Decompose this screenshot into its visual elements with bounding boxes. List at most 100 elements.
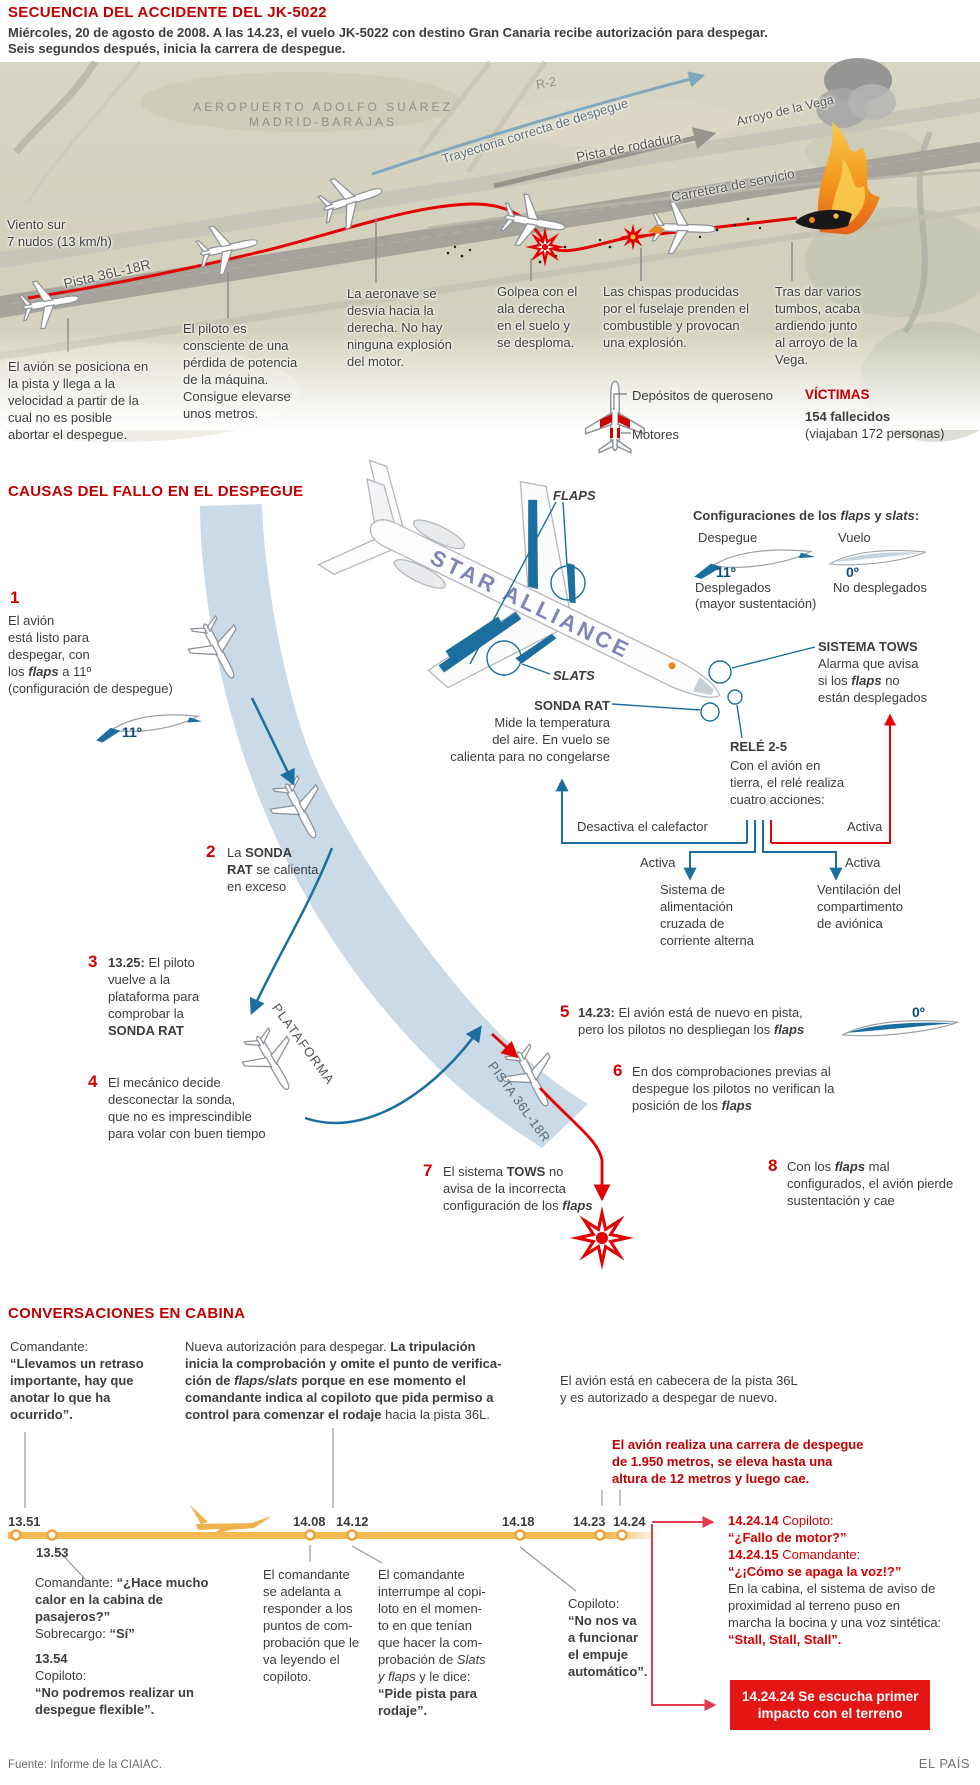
fire-smoke-icon	[816, 58, 896, 235]
taxiway-arrow	[493, 127, 717, 189]
final-transcript: 14.24.14 Copiloto: “¿Fallo de motor?” 14…	[728, 1513, 942, 1647]
service-road	[427, 168, 980, 230]
annotation-3: La aeronave se desvía hacia la derecha. …	[347, 286, 452, 369]
tows-title: SISTEMA TOWS	[818, 639, 918, 654]
section1-title: SECUENCIA DEL ACCIDENTE DEL JK-5022	[8, 4, 327, 21]
taxi-route-arrows	[249, 697, 482, 1125]
step-number-1: 1	[10, 588, 20, 607]
map-label-airport: AEROPUERTO ADOLFO SUÁREZ MADRID-BARAJAS	[193, 100, 453, 129]
step-3-text: 13.25: El piloto vuelve a la plataforma …	[108, 955, 200, 1038]
airfoil-icon-0deg	[840, 1020, 959, 1037]
step-8-text: Con los flaps mal configurados, el avión…	[787, 1159, 954, 1208]
brand-credit: EL PAÍS	[918, 1756, 970, 1771]
source-credit: Fuente: Informe de la CIAIAC.	[8, 1759, 163, 1771]
victims-note: (viajaban 172 personas)	[805, 426, 945, 441]
road-r2	[418, 60, 548, 174]
config-despegue-label: Despegue	[698, 530, 758, 545]
engines-icon	[610, 428, 620, 438]
action-desactiva: Desactiva el calefactor	[577, 819, 708, 834]
runway-36l	[0, 142, 980, 318]
step-number-4: 4	[88, 1072, 98, 1091]
time-1423: 14.23	[573, 1514, 606, 1529]
annotation-4: Golpea con el ala derecha en el suelo y …	[497, 284, 578, 350]
annotation-1: El avión se posiciona en la pista y lleg…	[8, 359, 149, 442]
legend-deposits-label: Depósitos de queroseno	[632, 388, 773, 403]
map-label-viento: Viento sur 7 nudos (13 km/h)	[7, 217, 112, 249]
causes-diagram: STAR ALLIANCE	[96, 459, 959, 1270]
annotation-5: Las chispas producidas por el fuselaje p…	[603, 284, 749, 350]
step-7-text: El sistema TOWS no avisa de la incorrect…	[443, 1164, 593, 1213]
airfoil-icon-despegue	[694, 549, 816, 579]
flaps-label: FLAPS	[553, 488, 596, 503]
legend-engines-label: Motores	[632, 427, 679, 442]
config-no-desplegados: No desplegados	[833, 580, 927, 595]
annotation-6: Tras dar varios tumbos, acaba ardiendo j…	[775, 284, 862, 367]
action-ventilacion-text: Ventilación del compartimento de aviónic…	[817, 882, 903, 931]
step-number-2: 2	[206, 842, 216, 861]
timeline-graphic	[8, 1428, 717, 1711]
takeoff-path	[491, 1032, 611, 1202]
kerosene-tanks-icon	[600, 414, 630, 428]
step-number-8: 8	[768, 1156, 778, 1175]
conv-carrera-red: El avión realiza una carrera de despegue…	[612, 1437, 864, 1486]
victims-count: 154 fallecidos	[805, 409, 891, 424]
step-number-3: 3	[88, 952, 98, 971]
tows-desc: Alarma que avisa si los flaps no están d…	[818, 656, 928, 705]
river	[13, 60, 98, 155]
note-adelanta: El comandante se adelanta a responder a …	[263, 1567, 360, 1684]
note-interrumpe: El comandante interrumpe al copi- loto e…	[378, 1567, 486, 1718]
action-activa-sistema: Activa	[640, 855, 676, 870]
runway-band	[200, 504, 588, 1148]
time-1408: 14.08	[293, 1514, 326, 1529]
time-1424: 14.24	[613, 1514, 646, 1529]
step-5-text: 14.23: El avión está de nuevo en pista, …	[578, 1005, 805, 1037]
config-title: Configuraciones de los flaps y slats:	[693, 508, 920, 523]
action-activa-tows: Activa	[847, 819, 883, 834]
flight-path	[27, 202, 798, 300]
step-number-7: 7	[423, 1161, 433, 1180]
sonda-title: SONDA RAT	[534, 698, 610, 713]
time-1351: 13.51	[8, 1514, 41, 1529]
time-1353: 13.53	[36, 1545, 69, 1560]
time-1412: 14.12	[336, 1514, 369, 1529]
wreck-icon	[795, 209, 852, 230]
quote-empuje: Copiloto: “No nos va a funcionar el empu…	[568, 1596, 648, 1679]
airfoil-icon-11deg	[96, 714, 203, 743]
quote-calor: Comandante: “¿Hace mucho calor en la cab…	[35, 1575, 209, 1641]
deg0-label: 0º	[912, 1004, 925, 1020]
plane-silhouette-icon	[190, 1505, 272, 1535]
victims-title: VÍCTIMAS	[805, 387, 870, 402]
action-sistema-text: Sistema de alimentación cruzada de corri…	[660, 882, 754, 948]
step-1-text: El avión está listo para despegar, con l…	[8, 613, 173, 696]
callout-circles	[469, 501, 816, 739]
step-6-text: En dos comprobaciones previas al despegu…	[632, 1064, 835, 1113]
airfoil-icon-vuelo	[828, 550, 927, 566]
crash-star-icon	[570, 1206, 634, 1270]
intro-text: Miércoles, 20 de agosto de 2008. A las 1…	[8, 25, 768, 56]
step-2-text: La SONDA RAT se calienta en exceso	[227, 845, 319, 894]
config-vuelo-label: Vuelo	[838, 530, 871, 545]
legend-plane	[584, 380, 646, 454]
explosion-icon	[619, 223, 647, 251]
timeline-leaders	[24, 1428, 621, 1592]
step-4-text: El mecánico decide desconectar la sonda,…	[108, 1075, 266, 1141]
debris-dots	[446, 217, 762, 264]
section3-title: CONVERSACIONES EN CABINA	[8, 1305, 246, 1322]
config-deg11: 11º	[716, 564, 736, 580]
config-deg0: 0º	[846, 564, 859, 580]
conv-cabecera: El avión está en cabecera de la pista 36…	[560, 1373, 798, 1405]
aerial-photo	[0, 58, 980, 442]
step-number-5: 5	[560, 1002, 570, 1021]
deg11-label: 11º	[122, 724, 142, 740]
rele-desc: Con el avión en tierra, el relé realiza …	[730, 758, 845, 807]
action-activa-vent: Activa	[845, 855, 881, 870]
annotation-2: El piloto es consciente de una pérdida d…	[183, 321, 298, 421]
red-connectors	[651, 1516, 717, 1711]
slats-label: SLATS	[553, 668, 595, 683]
flaps-slats-highlight	[438, 499, 576, 673]
section2-title: CAUSAS DEL FALLO EN EL DESPEGUE	[8, 483, 304, 500]
leader-lines	[67, 218, 793, 352]
step-number-6: 6	[613, 1061, 623, 1080]
sonda-desc: Mide la temperatura del aire. En vuelo s…	[450, 715, 610, 764]
